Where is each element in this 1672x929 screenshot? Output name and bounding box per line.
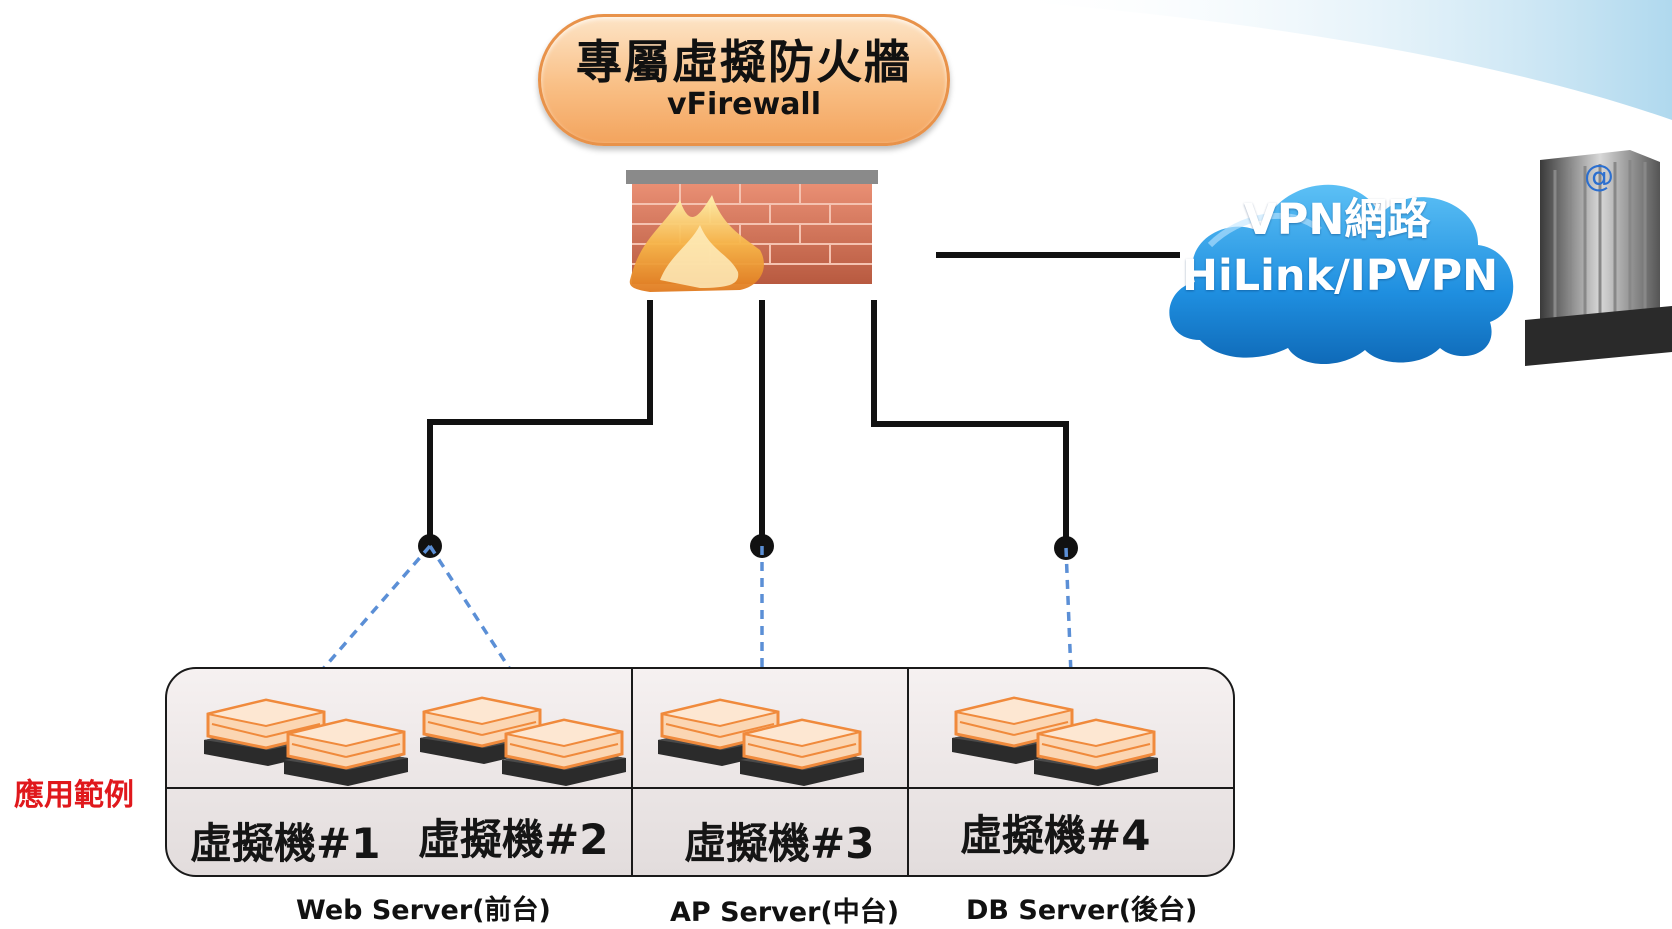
server-label-ap: AP Server(中台) xyxy=(670,897,900,928)
building-icon: @ xyxy=(1525,150,1672,366)
svg-text:@: @ xyxy=(1584,159,1614,194)
corner-swoosh xyxy=(1000,0,1672,120)
server-label-web: Web Server(前台) xyxy=(296,895,551,926)
vfirewall-title: 專屬虛擬防火牆 vFirewall xyxy=(538,14,950,146)
vm-label-2: 虛擬機#2 xyxy=(418,815,609,864)
example-label: 應用範例 xyxy=(14,778,134,813)
cloud-icon xyxy=(1169,184,1514,365)
vm-label-4: 虛擬機#4 xyxy=(960,811,1151,860)
vm-label-3: 虛擬機#3 xyxy=(684,819,875,868)
network-lines xyxy=(427,300,1069,548)
cloud-line1: VPN網路 xyxy=(1243,195,1431,245)
title-sub: vFirewall xyxy=(667,87,821,123)
title-main: 專屬虛擬防火牆 xyxy=(576,34,912,89)
web-link-line xyxy=(427,300,653,546)
dashed-links xyxy=(294,544,1074,702)
server-label-db: DB Server(後台) xyxy=(966,895,1198,926)
cloud-line2: HiLink/IPVPN xyxy=(1182,251,1499,301)
cloud-label: VPN網路 HiLink/IPVPN xyxy=(1182,192,1499,304)
vm-label-1: 虛擬機#1 xyxy=(190,819,381,868)
db-link-line xyxy=(871,300,1069,548)
firewall-icon xyxy=(626,170,878,292)
